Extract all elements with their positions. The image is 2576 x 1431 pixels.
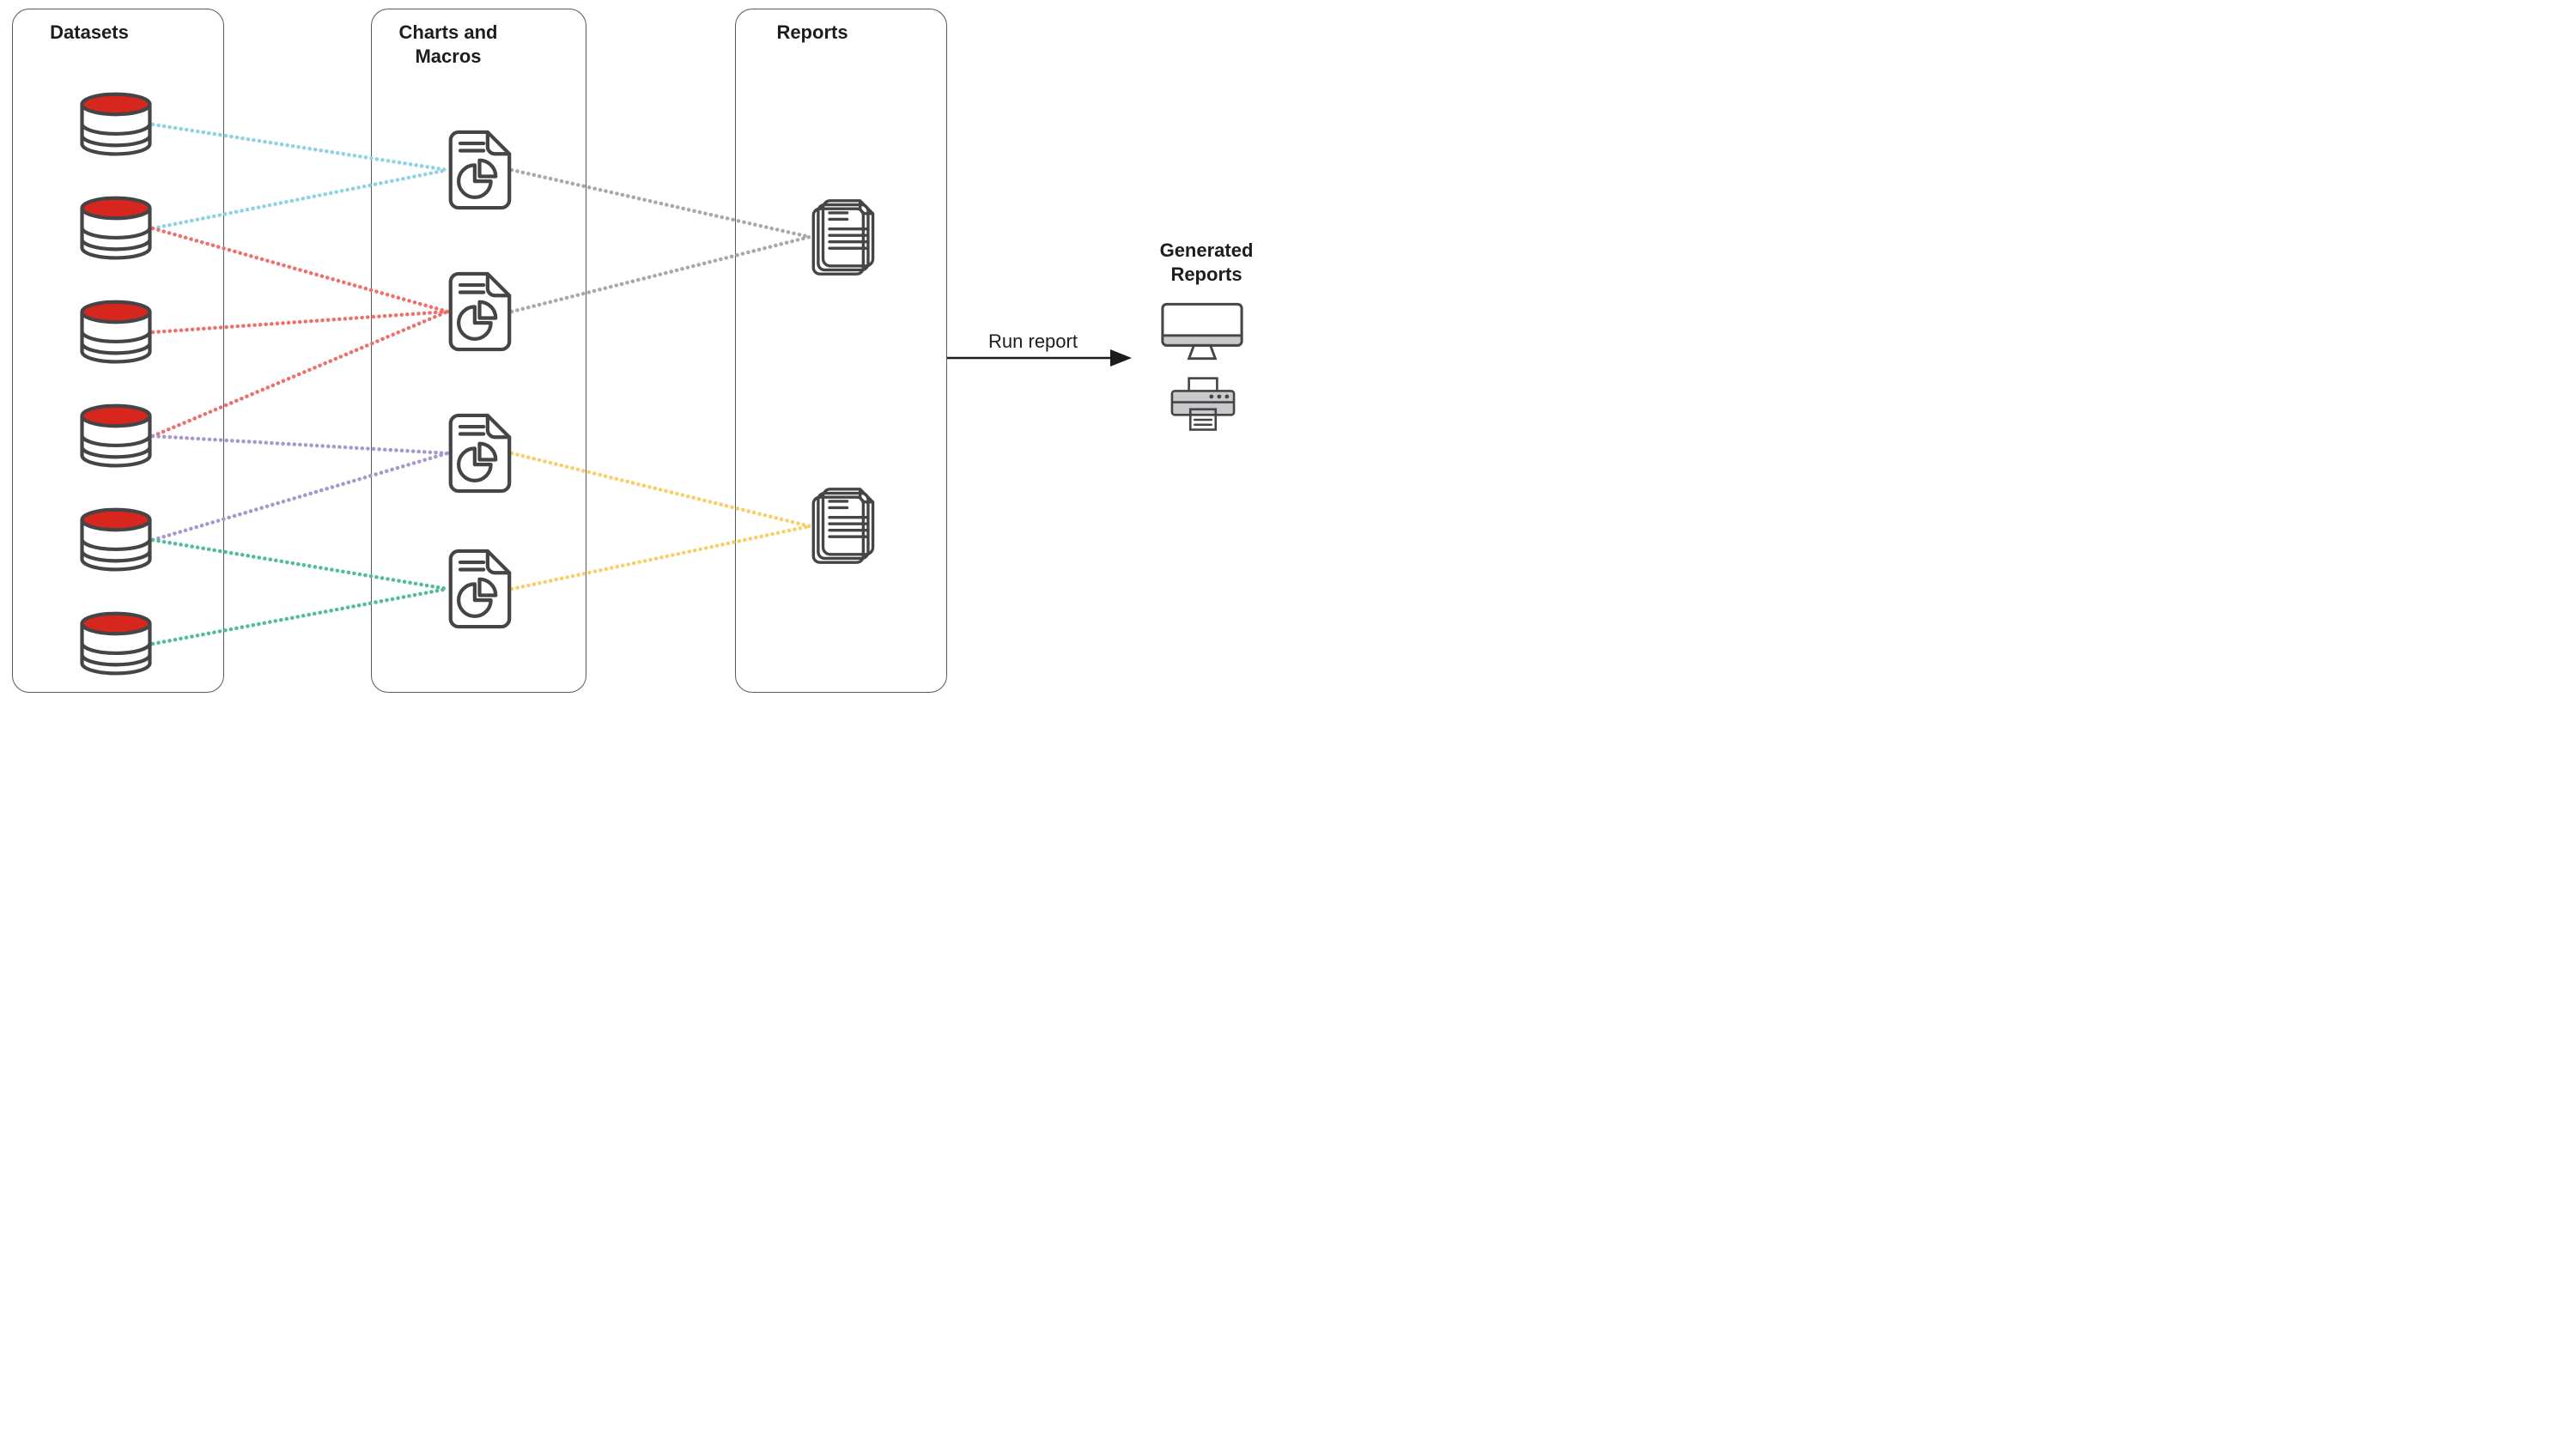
generated-reports-title: Generated Reports	[1159, 240, 1254, 285]
connection-dotted-line-purple	[150, 434, 450, 456]
database-icon	[80, 300, 152, 365]
connection-dotted-line-red	[150, 226, 450, 314]
connection-dotted-line-purple	[150, 451, 450, 543]
diagram-canvas: Datasets Charts and Macros Reports Run r…	[0, 0, 1288, 716]
connection-dotted-line-gray	[509, 234, 812, 314]
charts-macros-column-title: Charts and Macros	[398, 21, 498, 67]
connection-dotted-line-gray	[509, 167, 812, 240]
chart-document-icon	[447, 413, 512, 494]
connection-lines-layer	[150, 122, 1132, 646]
database-icon	[80, 196, 152, 261]
report-stack-icon	[808, 199, 877, 276]
chart-document-icon	[447, 271, 512, 352]
run-report-label: Run report	[988, 330, 1078, 352]
printer-icon	[1168, 376, 1238, 433]
run-report-arrowhead	[1110, 349, 1132, 367]
database-icon	[80, 92, 152, 157]
connection-dotted-line-red	[150, 309, 450, 335]
database-icon	[80, 611, 152, 676]
chart-document-icon	[447, 130, 512, 210]
connection-dotted-line-red	[150, 309, 450, 439]
database-icon	[80, 507, 152, 573]
connection-dotted-line-cyan	[150, 122, 450, 173]
connection-dotted-line-cyan	[150, 167, 450, 231]
connection-dotted-line-teal	[150, 537, 450, 591]
chart-document-icon	[447, 549, 512, 629]
reports-column-box	[735, 9, 947, 693]
datasets-column-box	[12, 9, 224, 693]
datasets-column-title: Datasets	[50, 21, 129, 43]
reports-column-title: Reports	[776, 21, 848, 43]
connection-dotted-line-teal	[150, 586, 450, 646]
connection-dotted-line-yellow	[509, 451, 812, 529]
connection-dotted-line-yellow	[509, 524, 812, 591]
monitor-icon	[1161, 302, 1243, 362]
report-stack-icon	[808, 488, 877, 564]
database-icon	[80, 403, 152, 469]
